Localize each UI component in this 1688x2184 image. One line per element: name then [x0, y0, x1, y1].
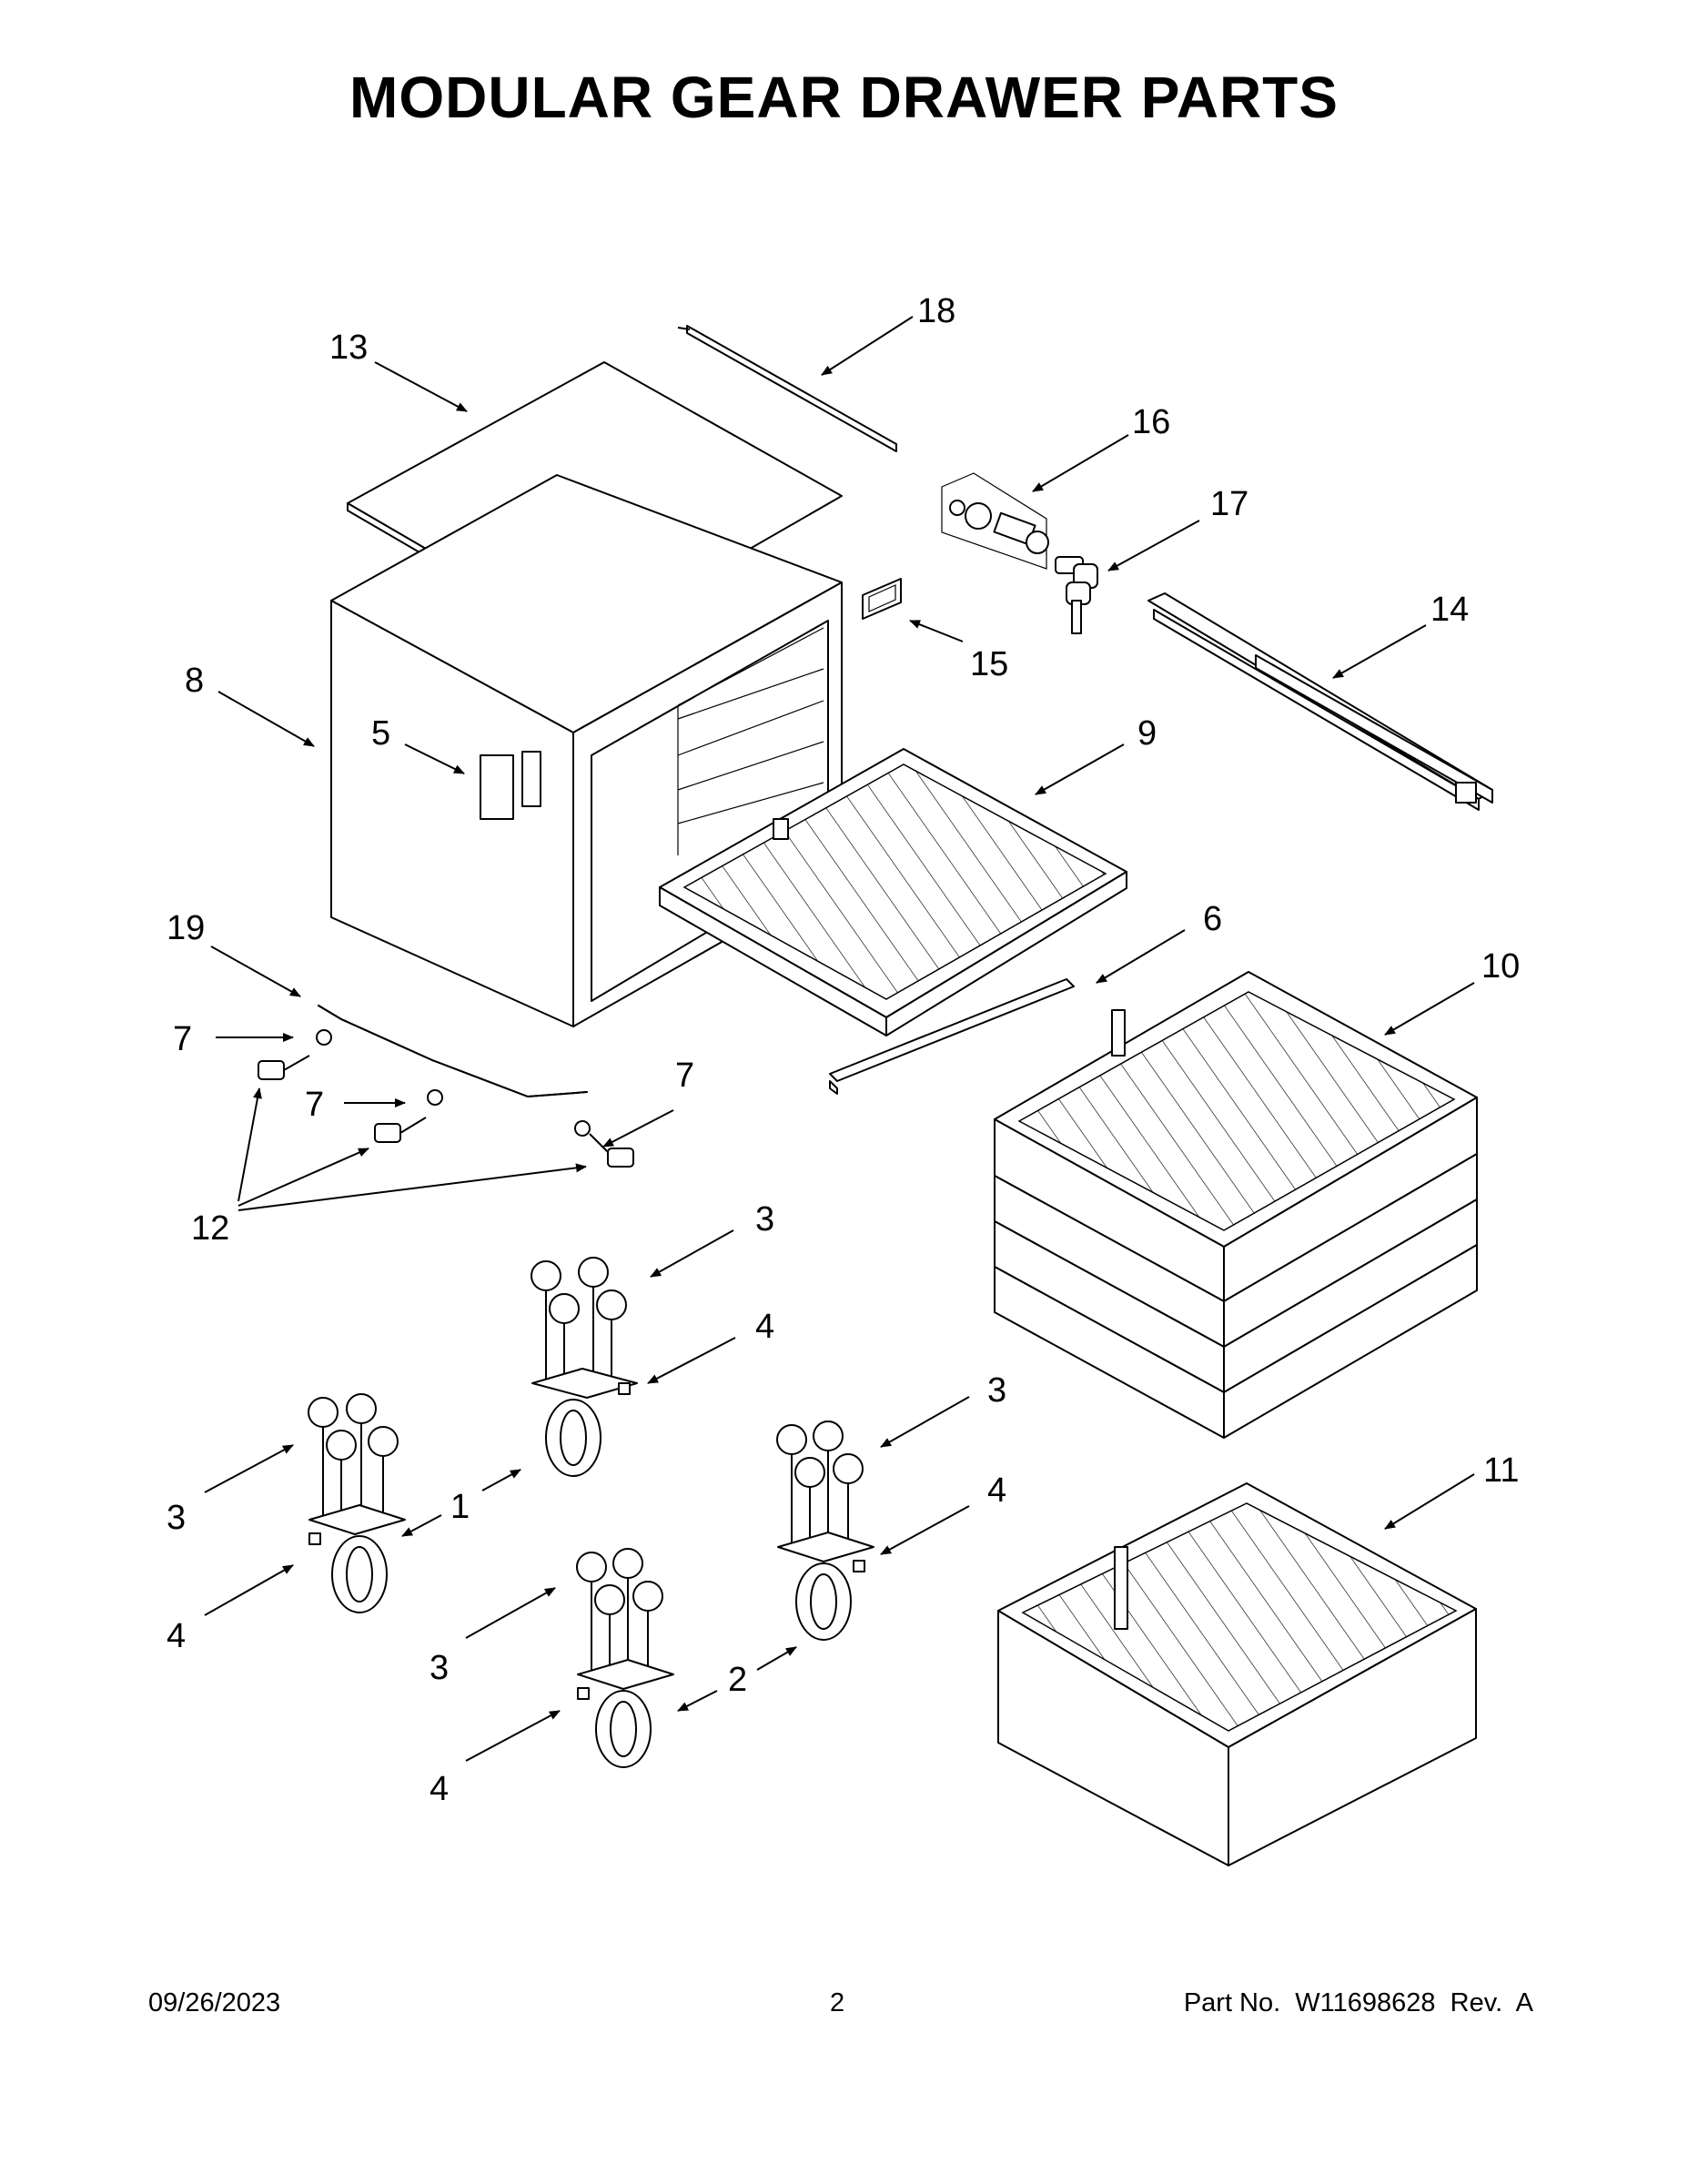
cabinet-part [330, 474, 843, 1027]
callout-3a: 3 [755, 1200, 774, 1239]
callout-3c: 3 [987, 1371, 1006, 1410]
slide-rail-part [1147, 592, 1493, 811]
callout-18: 18 [917, 292, 955, 330]
callout-10: 10 [1481, 947, 1520, 986]
trim-strip-part [829, 978, 1075, 1095]
caster-2 [308, 1393, 406, 1613]
callout-11: 11 [1483, 1451, 1519, 1490]
caster-1 [531, 1257, 638, 1477]
callout-15: 15 [970, 645, 1008, 683]
caster-4 [576, 1548, 674, 1768]
callout-7b: 7 [305, 1086, 324, 1124]
callout-4b: 4 [167, 1617, 186, 1655]
callout-4c: 4 [987, 1471, 1006, 1510]
callout-9: 9 [1137, 714, 1157, 753]
hardware-fasteners [258, 1029, 634, 1168]
callout-8: 8 [185, 662, 204, 700]
keys-part [1055, 556, 1098, 634]
badge-plate-part [862, 578, 902, 620]
footer-page-number: 2 [830, 1988, 845, 2017]
lock-assembly-part [941, 472, 1049, 570]
deep-drawer-part [997, 1482, 1477, 1866]
callout-3d: 3 [430, 1649, 449, 1687]
caster-3 [776, 1421, 874, 1641]
callout-7a: 7 [173, 1020, 192, 1058]
callout-labels: 13 18 16 17 14 15 8 5 9 6 10 19 7 7 7 12… [167, 292, 1520, 1808]
callout-3b: 3 [167, 1499, 186, 1537]
rod-part [677, 325, 897, 452]
callout-2: 2 [728, 1661, 747, 1699]
bumper-bar-part [318, 1005, 588, 1098]
callout-1: 1 [450, 1488, 470, 1526]
callout-6: 6 [1203, 900, 1222, 938]
callout-13: 13 [329, 329, 368, 367]
leader-arrows [204, 316, 1475, 1762]
footer-date: 09/26/2023 [148, 1988, 281, 2017]
callout-14: 14 [1430, 591, 1469, 629]
callout-4a: 4 [755, 1308, 774, 1346]
callout-4d: 4 [430, 1770, 449, 1808]
callout-19: 19 [167, 909, 205, 947]
callout-5: 5 [371, 714, 390, 753]
callout-12: 12 [191, 1209, 229, 1248]
drawer-stack-part [994, 971, 1478, 1439]
callout-7c: 7 [675, 1057, 694, 1095]
callout-17: 17 [1210, 485, 1248, 523]
callout-16: 16 [1132, 403, 1170, 441]
shelf-tray-part [659, 748, 1127, 1036]
footer-part-number: Part No. W11698628 Rev. A [1183, 1988, 1533, 2017]
page-title: MODULAR GEAR DRAWER PARTS [349, 65, 1339, 130]
